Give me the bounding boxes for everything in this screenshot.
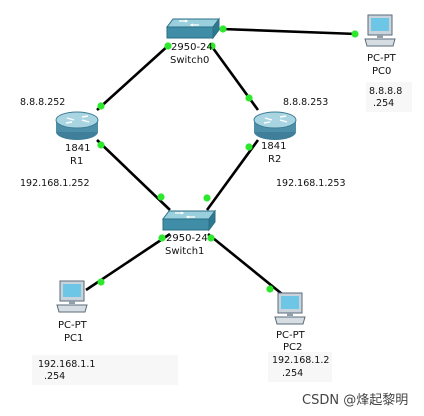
r2-wan-ip-label: 8.8.8.253 bbox=[283, 97, 329, 108]
pc0-ip-label: 8.8.8.8 bbox=[369, 86, 403, 97]
pc1-model-label: PC-PT bbox=[58, 320, 87, 331]
link-r2-switch1-port-b-icon bbox=[203, 194, 211, 202]
switch1-node[interactable] bbox=[161, 208, 217, 238]
r1-name-label: R1 bbox=[70, 156, 84, 167]
link-switch1-pc1-port-b-icon bbox=[97, 278, 105, 286]
link-switch1-pc2-port-b-icon bbox=[266, 285, 274, 293]
switch0-node[interactable] bbox=[165, 16, 221, 46]
link-switch0-r2-port-b-icon bbox=[245, 94, 253, 102]
pc1-computer-icon bbox=[56, 280, 88, 313]
pc2-computer-icon bbox=[274, 292, 306, 325]
r1-model-label: 1841 bbox=[65, 143, 91, 154]
switch1-name-label: Switch1 bbox=[165, 246, 205, 257]
switch1-icon bbox=[162, 209, 216, 232]
link-switch1-pc2-port-a-icon bbox=[207, 234, 215, 242]
r2-node[interactable] bbox=[252, 110, 298, 146]
pc1-node[interactable] bbox=[55, 280, 89, 320]
r1-node[interactable] bbox=[54, 110, 100, 146]
switch0-name-label: Switch0 bbox=[170, 55, 210, 66]
csdn-watermark: CSDN @烽起黎明 bbox=[302, 393, 409, 408]
link-switch0-pc0-port-a-icon bbox=[219, 25, 227, 33]
pc1-name-label: PC1 bbox=[64, 333, 84, 344]
link-switch0-r1 bbox=[96, 43, 171, 111]
pc0-computer-icon bbox=[364, 14, 396, 47]
link-switch0-pc0 bbox=[221, 27, 358, 36]
pc0-model-label: PC-PT bbox=[367, 53, 396, 64]
pc0-address-note bbox=[366, 82, 412, 112]
r1-lan-ip-label: 192.168.1.252 bbox=[20, 178, 90, 189]
switch1-model-label: 2950-24 bbox=[166, 233, 208, 244]
link-r1-switch1-port-a-icon bbox=[97, 141, 105, 149]
link-r1-switch1-port-b-icon bbox=[157, 193, 165, 201]
link-switch0-r2-port-a-icon bbox=[208, 42, 216, 50]
r2-name-label: R2 bbox=[268, 154, 282, 165]
pc1-ip-label: 192.168.1.1 bbox=[38, 359, 96, 370]
switch0-model-label: 2950-24 bbox=[171, 42, 213, 53]
r2-router-icon bbox=[253, 111, 297, 140]
link-switch1-pc1-port-a-icon bbox=[158, 234, 166, 242]
pc0-gateway-label: .254 bbox=[373, 98, 395, 109]
r1-router-icon bbox=[55, 111, 99, 140]
pc1-gateway-label: .254 bbox=[44, 371, 66, 382]
pc2-node[interactable] bbox=[273, 292, 307, 332]
switch0-icon bbox=[166, 17, 220, 40]
pc1-address-note bbox=[32, 355, 178, 385]
link-switch0-r1-port-b-icon bbox=[97, 102, 105, 110]
r2-lan-ip-label: 192.168.1.253 bbox=[276, 178, 346, 189]
pc2-name-label: PC2 bbox=[283, 342, 303, 353]
ports-layer bbox=[97, 25, 359, 293]
links-layer bbox=[85, 27, 358, 300]
link-r2-switch1-port-a-icon bbox=[245, 143, 253, 151]
pc0-name-label: PC0 bbox=[372, 66, 392, 77]
pc2-address-note bbox=[268, 352, 332, 382]
pc0-node[interactable] bbox=[363, 14, 397, 54]
pc2-ip-label: 192.168.1.2 bbox=[272, 355, 330, 366]
r1-wan-ip-label: 8.8.8.252 bbox=[20, 97, 66, 108]
r2-model-label: 1841 bbox=[261, 141, 287, 152]
link-switch0-pc0-port-b-icon bbox=[351, 30, 359, 38]
pc2-gateway-label: .254 bbox=[282, 368, 304, 379]
link-r2-switch1 bbox=[205, 139, 260, 211]
link-switch1-pc2 bbox=[207, 232, 288, 300]
pc2-model-label: PC-PT bbox=[276, 330, 305, 341]
link-switch0-r1-port-a-icon bbox=[164, 42, 172, 50]
